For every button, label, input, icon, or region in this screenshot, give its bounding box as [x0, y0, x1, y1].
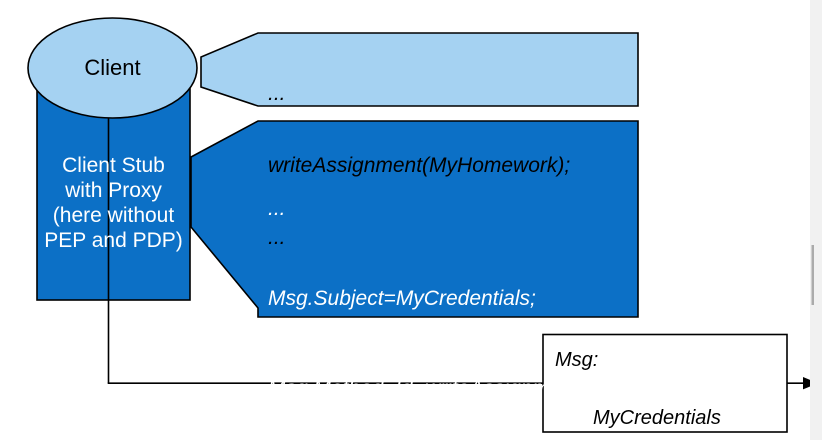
message-label: Msg:	[555, 349, 599, 371]
code-line: Msg.Method_Id=writeAssignment_Id;	[268, 377, 615, 400]
message-value: MyCredentials	[593, 407, 721, 429]
client-stub-label-line: PEP and PDP)	[44, 229, 183, 252]
client-stub-label-line: Client Stub	[62, 154, 165, 177]
client-label: Client	[84, 55, 141, 80]
code-line: ...	[268, 197, 286, 220]
stub-code-text: ... Msg.Subject=MyCredentials; Msg.Metho…	[268, 134, 614, 440]
scrollbar-track[interactable]	[810, 0, 822, 440]
client-stub-box	[36, 84, 191, 301]
client-code-text: ... writeAssignment(MyHomework); ...	[268, 34, 570, 298]
scrollbar-thumb[interactable]	[811, 245, 815, 305]
client-stub-label-line: (here without	[52, 204, 175, 227]
client-ellipse	[27, 17, 198, 119]
message-values: MyCredentials writeAssignment_Id MyHomew…	[593, 346, 768, 440]
code-line: Msg.Subject=MyCredentials;	[268, 287, 536, 310]
code-line: ...	[268, 82, 286, 105]
client-stub-label: Client Stub with Proxy (here without PEP…	[37, 153, 190, 253]
client-code-callout	[200, 32, 639, 107]
stub-code-callout	[190, 120, 639, 318]
message-box	[542, 333, 788, 433]
code-line: ...	[268, 226, 286, 249]
client-stub-label-line: with Proxy	[65, 179, 162, 202]
code-line: writeAssignment(MyHomework);	[268, 154, 571, 177]
